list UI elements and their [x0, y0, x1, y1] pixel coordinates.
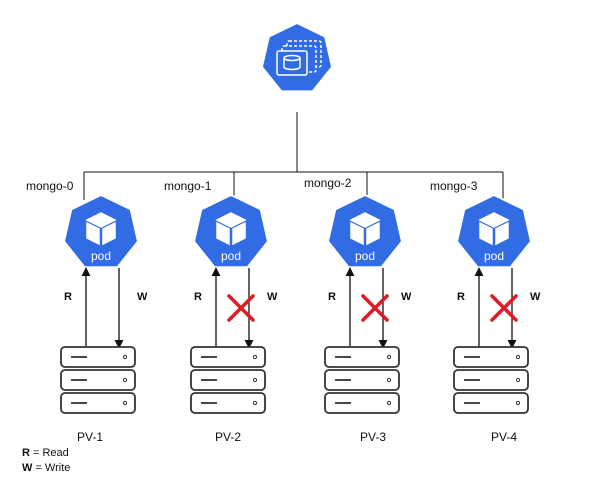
- write-label: W: [530, 291, 541, 303]
- pod-label: pod: [91, 249, 111, 263]
- statefulset-node: sts: [260, 21, 334, 104]
- blocked-write-icon: [361, 294, 389, 322]
- cube-icon: [478, 212, 510, 246]
- pod-name: mongo-3: [430, 179, 478, 193]
- pod-icon: [192, 193, 270, 269]
- server-icon: [453, 346, 529, 414]
- pod-label: pod: [484, 249, 504, 263]
- read-label: R: [64, 291, 72, 303]
- pod-icon: [455, 193, 533, 269]
- legend-read: R = Read: [22, 447, 69, 459]
- server-icon: [60, 346, 136, 414]
- pod-name: mongo-1: [164, 179, 212, 193]
- server-icon: [324, 346, 400, 414]
- write-label: W: [401, 291, 412, 303]
- server-icon: [190, 346, 266, 414]
- pod-label: pod: [221, 249, 241, 263]
- legend-write: W = Write: [22, 462, 71, 474]
- statefulset-label: sts: [289, 90, 304, 104]
- cube-icon: [85, 212, 117, 246]
- read-label: R: [194, 291, 202, 303]
- write-label: W: [267, 291, 278, 303]
- pod-name: mongo-0: [26, 179, 74, 193]
- pod-icon: [62, 193, 140, 269]
- legend: R = Read W = Write: [22, 446, 70, 476]
- pod-icon: [326, 193, 404, 269]
- pv-label: PV-1: [77, 430, 103, 444]
- cube-icon: [215, 212, 247, 246]
- pod-name: mongo-2: [304, 176, 352, 190]
- blocked-write-icon: [227, 294, 255, 322]
- pv-label: PV-2: [215, 430, 241, 444]
- pv-label: PV-3: [360, 430, 386, 444]
- write-label: W: [137, 291, 148, 303]
- pod-label: pod: [355, 249, 375, 263]
- pv-label: PV-4: [491, 430, 517, 444]
- cube-icon: [349, 212, 381, 246]
- read-label: R: [328, 291, 336, 303]
- blocked-write-icon: [490, 294, 518, 322]
- read-label: R: [457, 291, 465, 303]
